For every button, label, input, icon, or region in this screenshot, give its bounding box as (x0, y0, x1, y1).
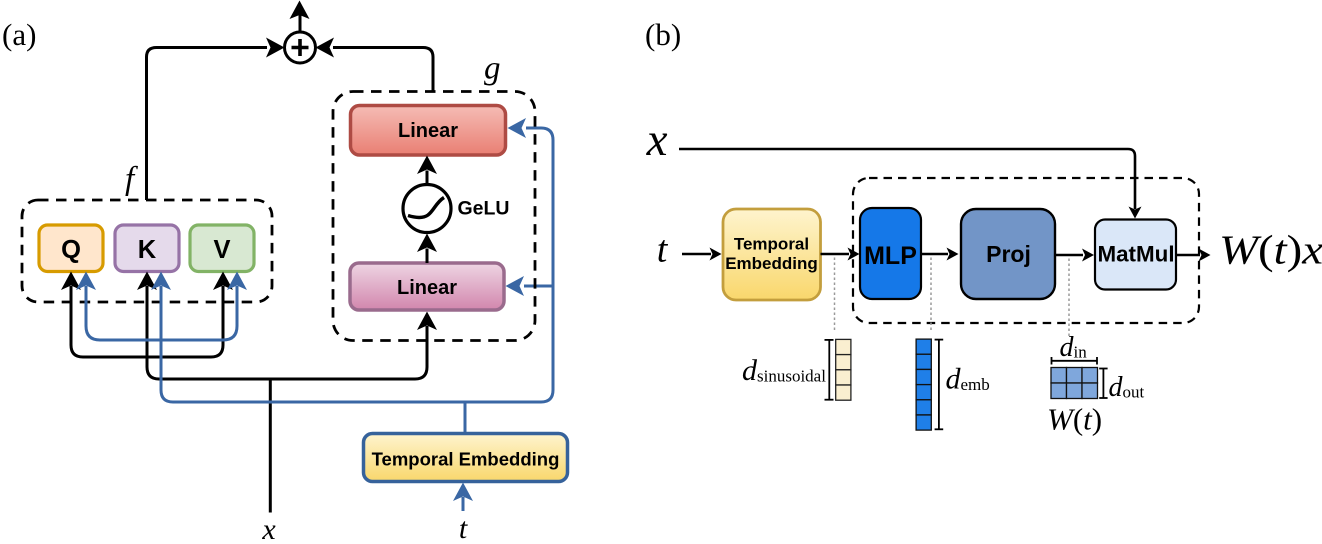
svg-text:dsinusoidal: dsinusoidal (742, 354, 826, 387)
svg-text:x: x (646, 114, 668, 166)
svg-text:demb: demb (946, 363, 990, 396)
svg-text:t: t (657, 229, 669, 271)
svg-text:K: K (138, 236, 157, 264)
svg-text:f: f (125, 161, 138, 197)
svg-text:GeLU: GeLU (458, 198, 510, 220)
svg-text:t: t (459, 512, 468, 544)
svg-text:g: g (484, 51, 501, 87)
svg-text:(a): (a) (2, 17, 36, 52)
svg-text:Temporal Embedding: Temporal Embedding (372, 449, 560, 470)
svg-text:W(t)x: W(t)x (1219, 227, 1322, 273)
svg-text:Linear: Linear (397, 277, 457, 299)
svg-text:Embedding: Embedding (725, 254, 818, 273)
svg-text:W(t): W(t) (1047, 402, 1102, 437)
svg-text:x: x (261, 513, 276, 544)
svg-text:din: din (1060, 332, 1088, 363)
svg-text:MatMul: MatMul (1097, 242, 1174, 267)
svg-text:V: V (213, 236, 230, 264)
svg-text:dout: dout (1109, 372, 1145, 403)
svg-text:Linear: Linear (398, 120, 458, 142)
svg-text:(b): (b) (645, 17, 681, 52)
svg-text:MLP: MLP (864, 242, 917, 270)
svg-text:Q: Q (61, 236, 81, 264)
svg-text:Proj: Proj (986, 241, 1031, 267)
svg-text:Temporal: Temporal (734, 235, 809, 254)
